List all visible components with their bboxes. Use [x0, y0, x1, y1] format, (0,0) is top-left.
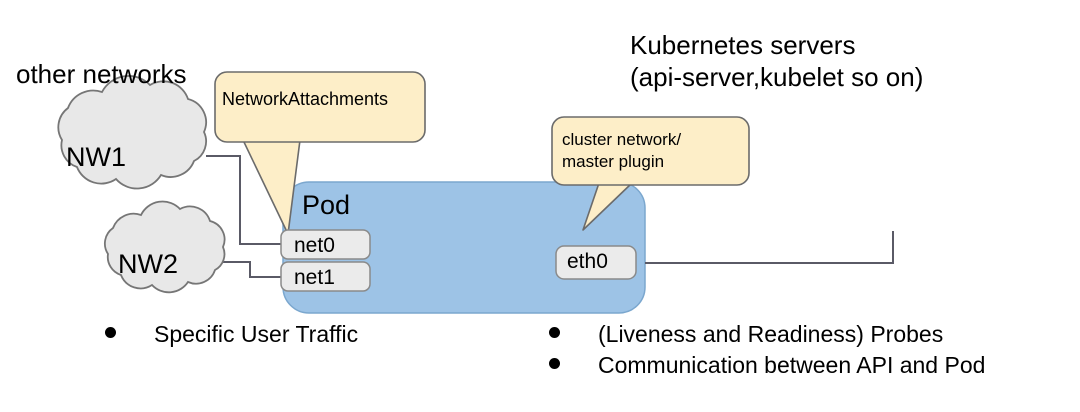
callout-cluster-network — [551, 116, 750, 186]
bullet-dot-icon — [549, 327, 560, 338]
interface-label-eth0: eth0 — [567, 250, 608, 273]
k8s-servers-line1: Kubernetes servers — [630, 30, 856, 60]
list-item: (Liveness and Readiness) Probes — [549, 321, 943, 348]
interface-label-net1: net1 — [294, 266, 335, 289]
label-pod: Pod — [302, 190, 351, 220]
interface-box-net0[interactable] — [280, 229, 371, 260]
bullet-dot-icon — [549, 358, 560, 369]
connector-nw1-net0 — [206, 155, 283, 245]
bullet-label: Communication between API and Pod — [598, 352, 986, 378]
list-item: Communication between API and Pod — [549, 352, 985, 379]
interface-label-net0: net0 — [294, 234, 335, 257]
label-other-networks: other networks — [16, 59, 187, 89]
bullet-dot-icon — [105, 327, 116, 338]
cluster-network-line2: master plugin — [562, 152, 665, 172]
cloud-nw2 — [104, 200, 226, 294]
cloud-label-nw2: NW2 — [118, 249, 178, 279]
callout-network-attachments — [214, 71, 426, 143]
list-item: Specific User Traffic — [105, 321, 358, 348]
interface-box-net1[interactable] — [280, 261, 371, 292]
interface-box-eth0[interactable] — [555, 245, 637, 280]
cloud-nw1 — [57, 75, 207, 190]
cluster-network-line1: cluster network/ — [562, 130, 682, 149]
k8s-servers-line2: (api-server,kubelet so on) — [630, 61, 924, 92]
connector-nw2-net1 — [218, 261, 283, 278]
connector-eth0-apiserver — [645, 231, 894, 264]
callout-label-network-attachments: NetworkAttachments — [222, 89, 389, 109]
label-kubernetes-servers: Kubernetes servers(api-server,kubelet so… — [630, 30, 923, 93]
bullet-label: Specific User Traffic — [154, 321, 359, 347]
cloud-label-nw1: NW1 — [66, 142, 126, 172]
bullet-label: (Liveness and Readiness) Probes — [598, 321, 944, 347]
callout-label-cluster-network: cluster network/master plugin — [562, 129, 681, 173]
